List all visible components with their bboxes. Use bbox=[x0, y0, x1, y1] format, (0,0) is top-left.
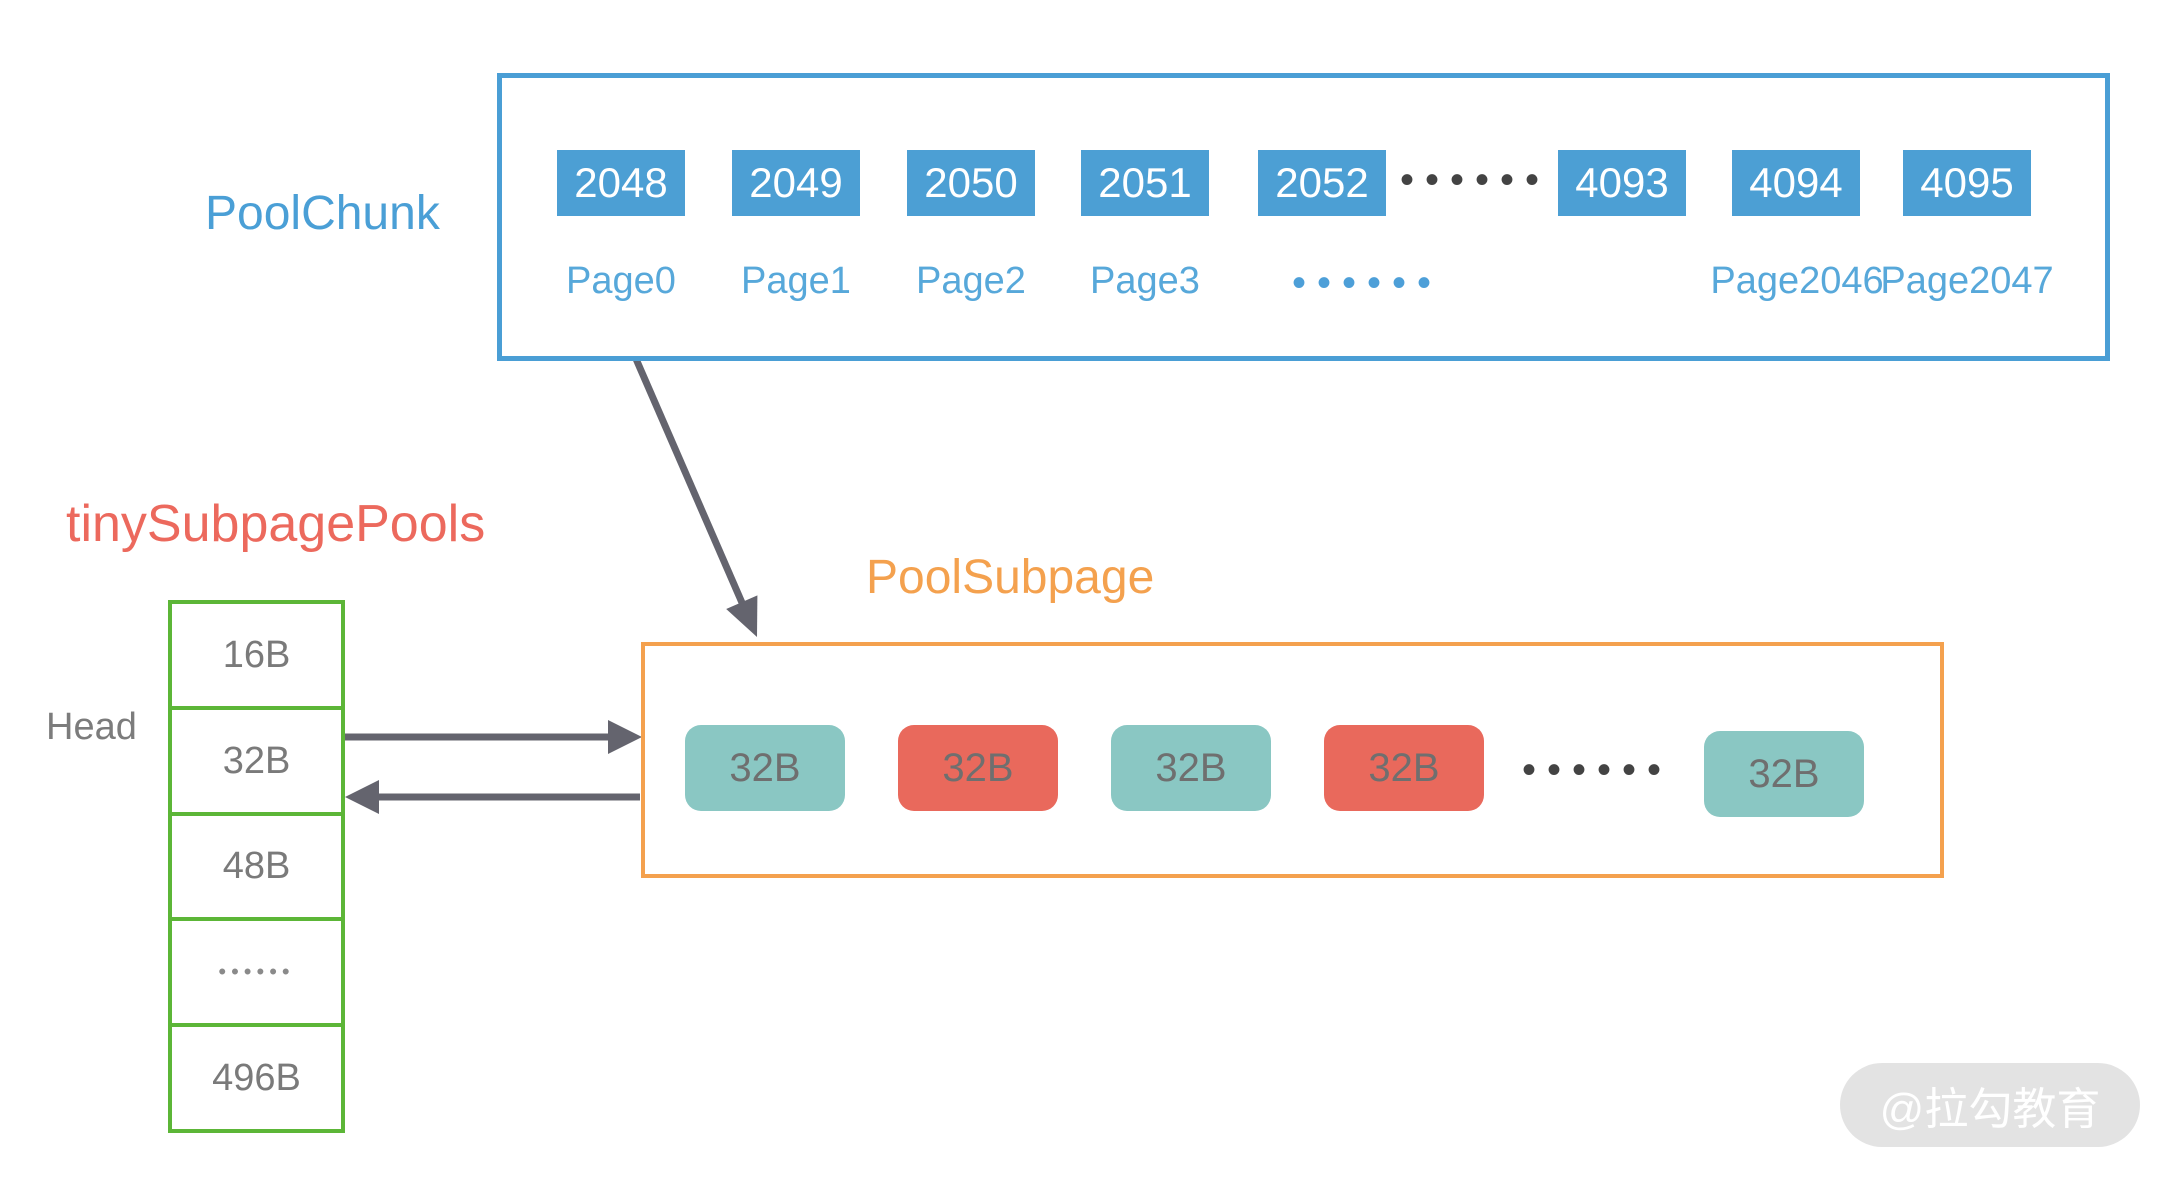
tiny-subpage-pools-label: tinySubpagePools bbox=[66, 495, 486, 553]
arrow-poolsubpage-to-head bbox=[345, 780, 640, 814]
size-class-ellipsis-cell: •••••• bbox=[172, 921, 341, 1028]
subpage-block-free: 32B bbox=[1704, 731, 1864, 817]
size-class-cell: 16B bbox=[172, 604, 341, 710]
page-index-ellipsis: •••••• bbox=[1400, 158, 1551, 202]
page-index-box: 4093 bbox=[1558, 150, 1686, 216]
page-label: Page2 bbox=[916, 260, 1026, 302]
page-label: Page3 bbox=[1090, 260, 1200, 302]
size-class-cell: 48B bbox=[172, 816, 341, 922]
page-index-box: 2050 bbox=[907, 150, 1035, 216]
subpage-block-free: 32B bbox=[685, 725, 845, 811]
page-index-box: 2052 bbox=[1258, 150, 1386, 216]
subpage-block-allocated: 32B bbox=[898, 725, 1058, 811]
poolchunk-container bbox=[497, 73, 2110, 361]
page-index-box: 2051 bbox=[1081, 150, 1209, 216]
size-class-cell: 32B bbox=[172, 710, 341, 816]
head-label: Head bbox=[46, 706, 137, 748]
page-label: Page2046 bbox=[1710, 260, 1884, 302]
page-index-box: 4094 bbox=[1732, 150, 1860, 216]
page-label: Page2047 bbox=[1880, 260, 2054, 302]
page-index-box: 2049 bbox=[732, 150, 860, 216]
page-label-ellipsis: •••••• bbox=[1292, 261, 1443, 305]
watermark-text: @拉勾教育 bbox=[1879, 1085, 2101, 1134]
subpage-block-ellipsis: •••••• bbox=[1522, 748, 1673, 792]
page-label: Page0 bbox=[566, 260, 676, 302]
subpage-block-allocated: 32B bbox=[1324, 725, 1484, 811]
tiny-subpage-pools-table: 16B 32B 48B •••••• 496B bbox=[168, 600, 345, 1133]
subpage-block-free: 32B bbox=[1111, 725, 1271, 811]
watermark-badge: @拉勾教育 bbox=[1840, 1063, 2140, 1147]
arrow-page0-to-poolsubpage bbox=[619, 327, 758, 637]
poolchunk-label: PoolChunk bbox=[205, 187, 440, 240]
arrow-head-to-poolsubpage bbox=[345, 720, 642, 754]
page-label: Page1 bbox=[741, 260, 851, 302]
poolsubpage-label: PoolSubpage bbox=[866, 551, 1155, 604]
size-class-cell: 496B bbox=[212, 1057, 301, 1100]
page-index-box: 2048 bbox=[557, 150, 685, 216]
page-index-box: 4095 bbox=[1903, 150, 2031, 216]
